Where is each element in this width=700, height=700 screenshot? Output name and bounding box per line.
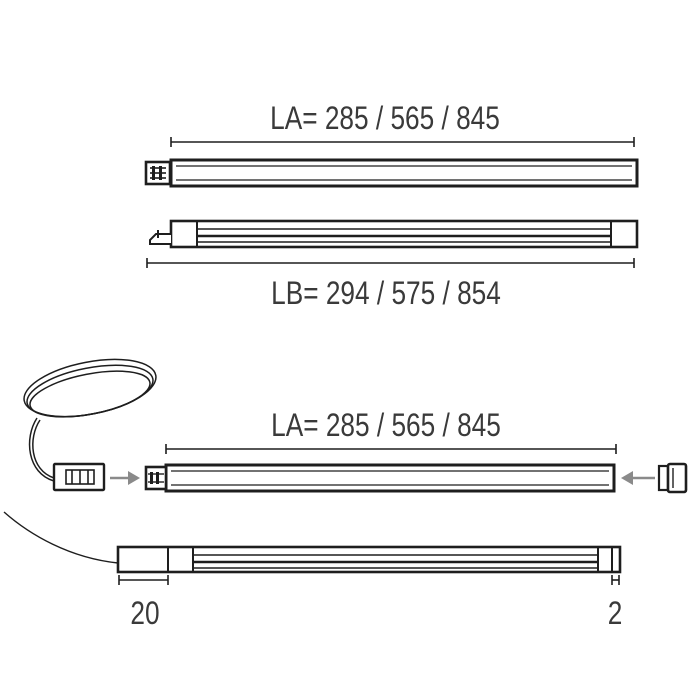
bottom-led-bar-side [116, 545, 622, 574]
left-offset-label: 20 [130, 597, 159, 632]
top-led-bar-side [169, 219, 639, 249]
coiled-cable [23, 358, 157, 482]
top-led-bar-front [169, 158, 639, 188]
left-offset-dimension-line [118, 575, 169, 585]
bottom-led-bar-front [164, 463, 616, 493]
top-clip-tab [149, 230, 171, 245]
insert-arrow-left [110, 471, 140, 485]
right-offset-label: 2 [608, 597, 623, 632]
top-la-dimension-line [170, 137, 635, 147]
insert-arrow-right [621, 471, 655, 485]
top-assembly: LA= 285 / 565 / 845 [144, 102, 639, 312]
right-offset-dimension-line [611, 575, 620, 585]
bottom-la-label: LA= 285 / 565 / 845 [271, 409, 501, 444]
end-cap [657, 462, 688, 494]
feed-cable [3, 511, 119, 564]
top-connector-plug [144, 160, 172, 186]
top-lb-dimension-line [146, 258, 635, 268]
cable-connector [52, 462, 106, 492]
top-lb-label: LB= 294 / 575 / 854 [271, 277, 501, 312]
bottom-la-dimension-line [165, 444, 617, 454]
top-la-label: LA= 285 / 565 / 845 [270, 102, 500, 137]
bottom-connector-socket [144, 465, 168, 491]
bottom-assembly: LA= 285 / 565 / 845 [3, 358, 688, 632]
